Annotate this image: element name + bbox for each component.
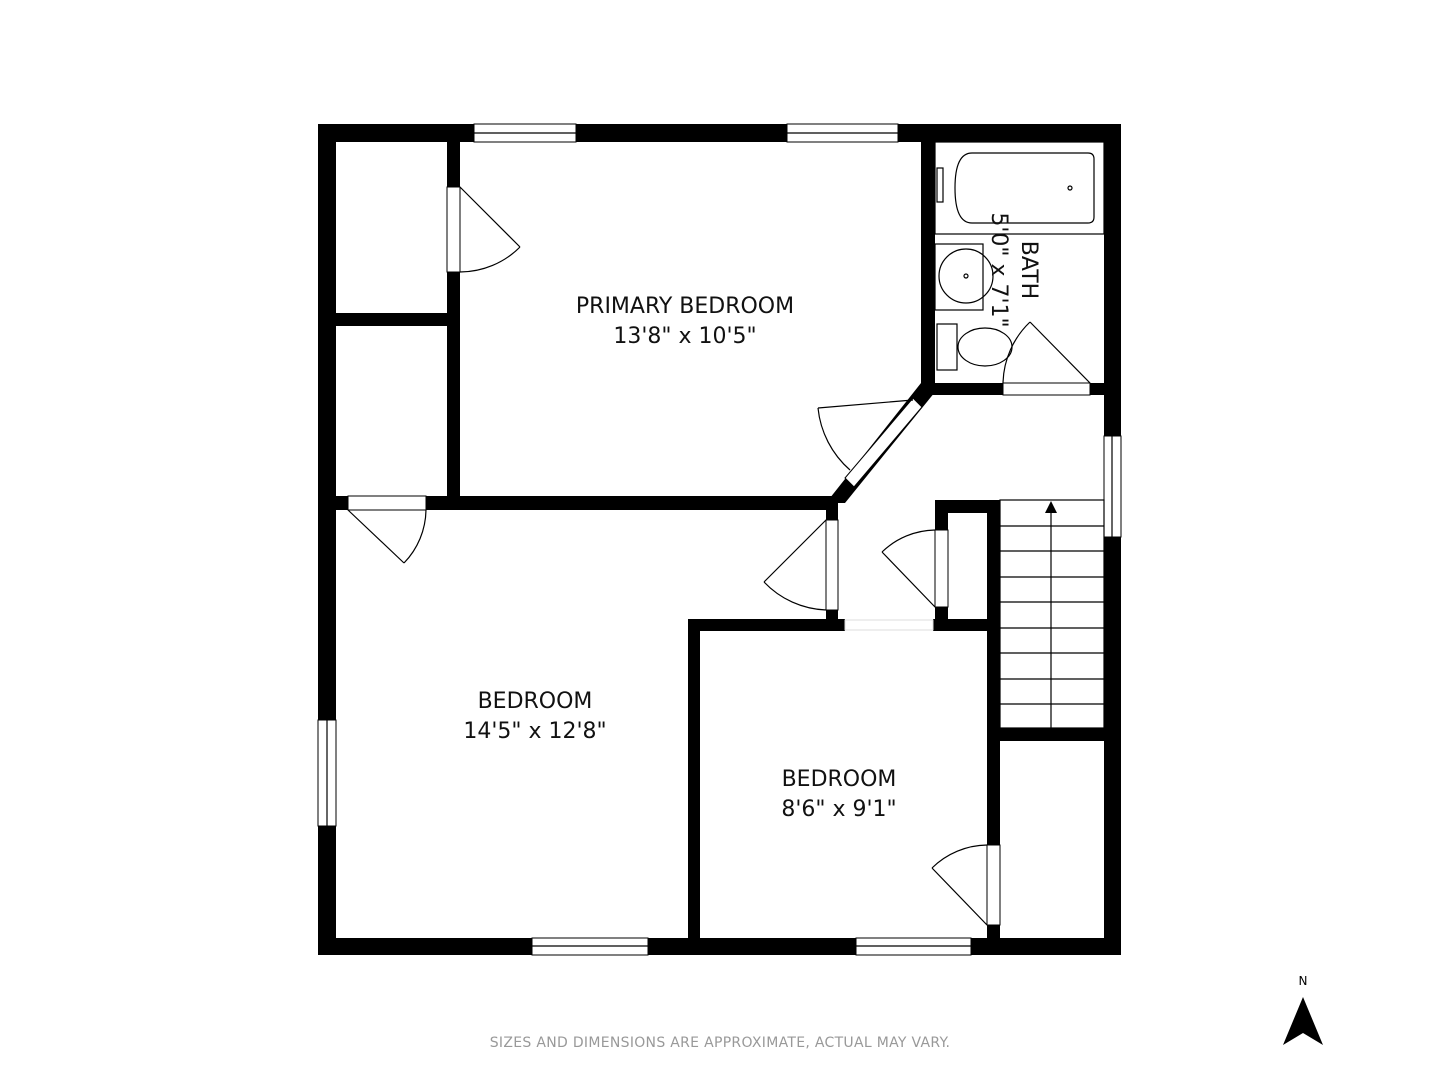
bath-fixtures <box>934 141 1105 371</box>
windows <box>317 123 1122 956</box>
room-size-bath: 5'0" x 7'1" <box>986 212 1011 327</box>
stair-arrow-icon <box>1045 501 1057 513</box>
room-size-bedroom-2: 8'6" x 9'1" <box>781 797 896 822</box>
room-name-bath: BATH <box>1016 241 1041 299</box>
room-name-bedroom-2: BEDROOM <box>782 767 897 792</box>
north-arrow-icon <box>1283 997 1323 1045</box>
north-label: N <box>1299 974 1308 988</box>
room-size-bedroom-1: 14'5" x 12'8" <box>463 719 606 744</box>
room-size-primary-bedroom: 13'8" x 10'5" <box>613 324 756 349</box>
north-compass: N <box>1283 974 1323 1045</box>
room-name-bedroom-1: BEDROOM <box>478 689 593 714</box>
room-name-primary-bedroom: PRIMARY BEDROOM <box>576 294 794 319</box>
disclaimer: SIZES AND DIMENSIONS ARE APPROXIMATE, AC… <box>490 1035 950 1051</box>
stairs <box>999 499 1105 729</box>
doors <box>347 186 1091 926</box>
